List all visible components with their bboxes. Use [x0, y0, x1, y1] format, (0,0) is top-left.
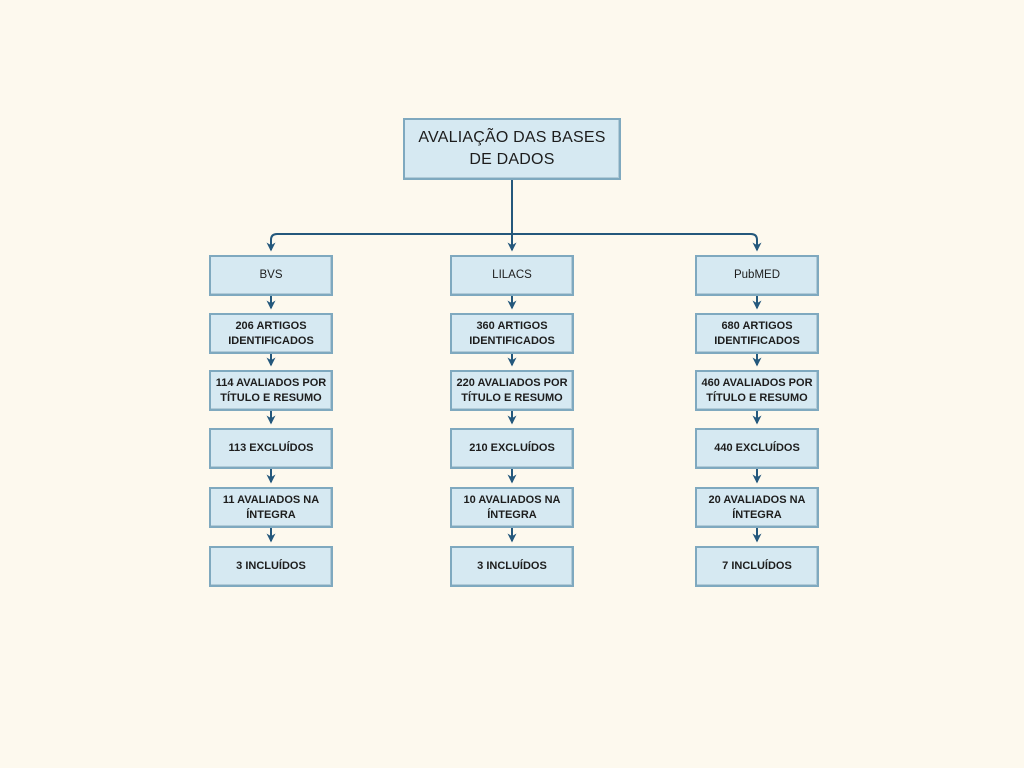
title-box: AVALIAÇÃO DAS BASES DE DADOS: [403, 118, 621, 180]
lilacs-identified-box: 360 ARTIGOS IDENTIFICADOS: [450, 313, 574, 354]
bvs-identified-box: 206 ARTIGOS IDENTIFICADOS: [209, 313, 333, 354]
lilacs-fulltext-box: 10 AVALIADOS NA ÍNTEGRA: [450, 487, 574, 528]
connector-title-to-pubmed: [512, 233, 762, 252]
connector-title-to-bvs: [266, 233, 512, 252]
pubmed-header-box: PubMED: [695, 255, 819, 296]
bvs-fulltext-box: 11 AVALIADOS NA ÍNTEGRA: [209, 487, 333, 528]
title-line-2: DE DADOS: [469, 151, 555, 168]
pubmed-identified-box: 680 ARTIGOS IDENTIFICADOS: [695, 313, 819, 354]
lilacs-excluded-box: 210 EXCLUÍDOS: [450, 428, 574, 469]
bvs-evaluated-title-box: 114 AVALIADOS POR TÍTULO E RESUMO: [209, 370, 333, 411]
pubmed-evaluated-title-box: 460 AVALIADOS POR TÍTULO E RESUMO: [695, 370, 819, 411]
pubmed-fulltext-box: 20 AVALIADOS NA ÍNTEGRA: [695, 487, 819, 528]
lilacs-evaluated-title-box: 220 AVALIADOS POR TÍTULO E RESUMO: [450, 370, 574, 411]
bvs-included-box: 3 INCLUÍDOS: [209, 546, 333, 587]
pubmed-excluded-box: 440 EXCLUÍDOS: [695, 428, 819, 469]
bvs-excluded-box: 113 EXCLUÍDOS: [209, 428, 333, 469]
pubmed-included-box: 7 INCLUÍDOS: [695, 546, 819, 587]
title-line-1: AVALIAÇÃO DAS BASES: [418, 128, 606, 146]
lilacs-header-box: LILACS: [450, 255, 574, 296]
bvs-header-box: BVS: [209, 255, 333, 296]
lilacs-included-box: 3 INCLUÍDOS: [450, 546, 574, 587]
